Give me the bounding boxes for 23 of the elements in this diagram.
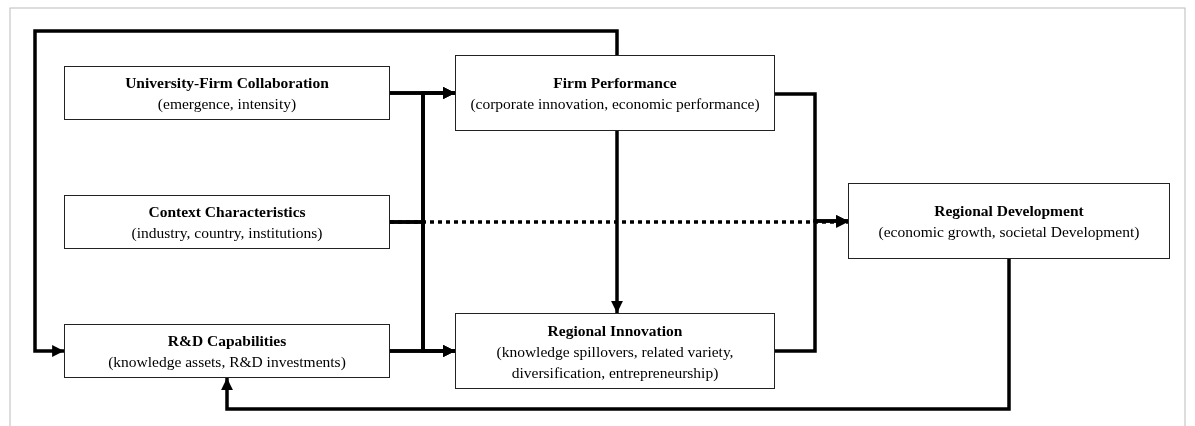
- arrow: [390, 345, 455, 357]
- concept-box: [455, 55, 775, 131]
- arrow: [611, 131, 623, 313]
- box-heading: R&D Capabilities: [167, 331, 287, 351]
- box-heading: Firm Performance: [553, 73, 677, 93]
- arrow: [221, 259, 1011, 411]
- concept-box: [64, 66, 390, 120]
- box-heading: Regional Innovation: [547, 320, 683, 341]
- box-description: (emergence, intensity): [157, 94, 297, 114]
- box-heading: Regional Development: [934, 201, 1084, 221]
- arrow: [33, 29, 619, 357]
- box-heading: University-Firm Collaboration: [125, 73, 329, 93]
- concept-box: [455, 313, 775, 389]
- box-description: (knowledge spillovers, related variety, diversification, entrepreneurship): [495, 341, 735, 383]
- box-description: (industry, country, institutions): [131, 223, 323, 243]
- arrow: [775, 215, 848, 353]
- box-description: (knowledge assets, R&D investments): [108, 352, 346, 372]
- box-description: (economic growth, societal Development): [878, 222, 1140, 242]
- box-heading: Context Characteristics: [148, 202, 306, 222]
- concept-box: [64, 195, 390, 249]
- box-description: (corporate innovation, economic performance): [470, 94, 760, 114]
- concept-box: [64, 324, 390, 378]
- concept-box: [848, 183, 1170, 259]
